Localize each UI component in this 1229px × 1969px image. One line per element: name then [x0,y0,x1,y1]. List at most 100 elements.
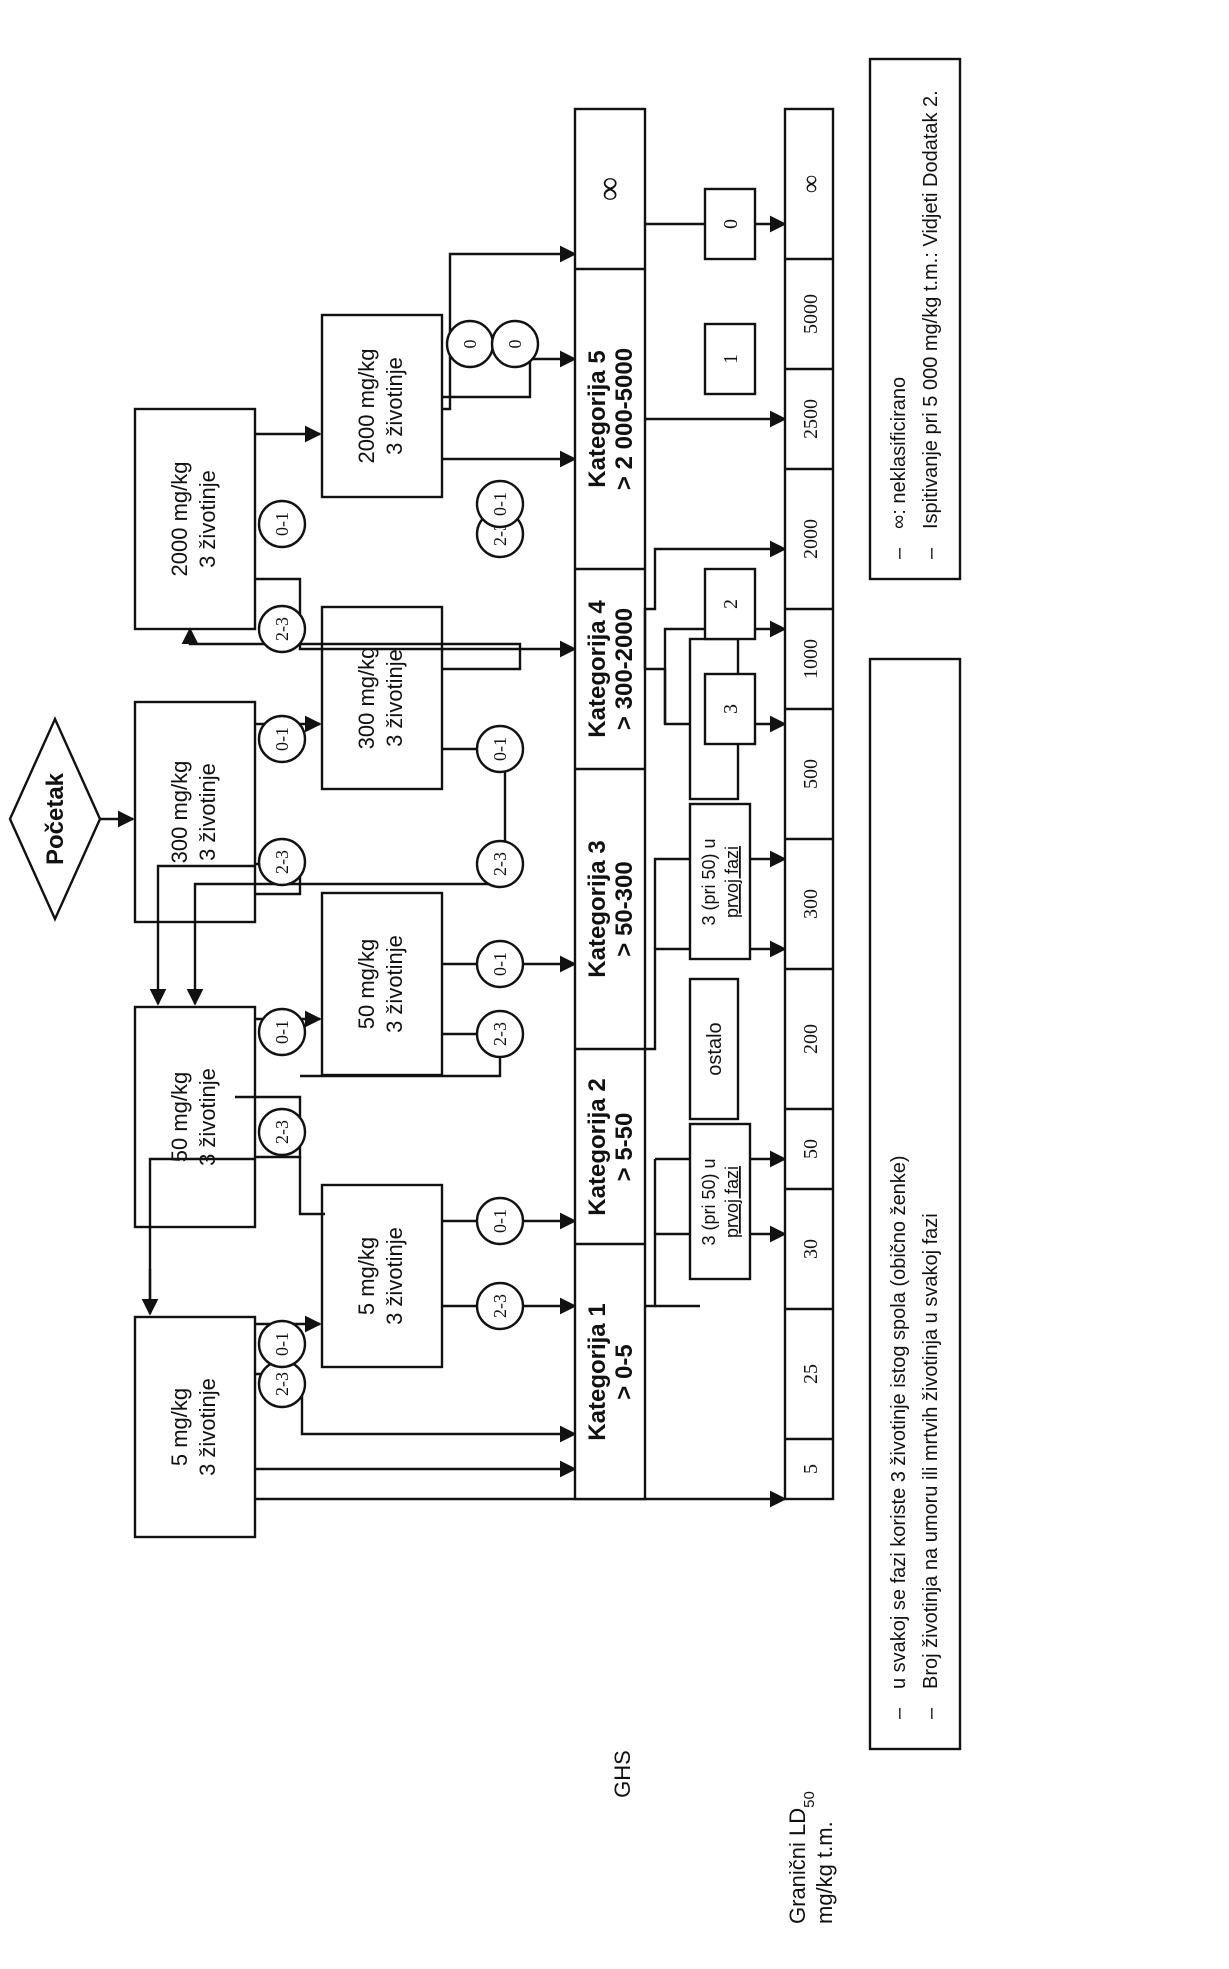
note-dead-animals: Broj životinja na umoru ili mrtvih život… [920,1213,942,1689]
svg-text:–: – [888,1707,910,1719]
svg-text:Kategorija 2: Kategorija 2 [584,1078,611,1215]
svg-text:2-3: 2-3 [490,1022,510,1046]
svg-text:> 300-2000: > 300-2000 [611,608,638,730]
svg-text:200: 200 [800,1024,822,1054]
svg-text:∞: ∞ [591,177,628,201]
svg-text:Kategorija 3: Kategorija 3 [584,840,611,977]
svg-text:300 mg/kg: 300 mg/kg [354,647,379,750]
category-3: Kategorija 3 > 50-300 [584,840,638,977]
svg-text:2000 mg/kg: 2000 mg/kg [354,349,379,464]
svg-text:50: 50 [800,1139,822,1159]
svg-text:3 životinje: 3 životinje [195,1068,220,1166]
svg-text:–: – [920,1707,942,1719]
svg-text:3 životinje: 3 životinje [195,470,220,568]
svg-text:0: 0 [720,219,742,229]
svg-text:2-3: 2-3 [272,1120,292,1144]
note-animals-per-phase: u svakoj se fazi koriste 3 životinje ist… [888,1155,910,1689]
svg-text:3 životinje: 3 životinje [382,935,407,1033]
svg-text:5 mg/kg: 5 mg/kg [167,1388,192,1466]
svg-text:Kategorija 4: Kategorija 4 [584,600,611,738]
svg-text:2-3: 2-3 [272,1372,292,1396]
svg-text:300: 300 [800,889,822,919]
svg-text:0-1: 0-1 [272,1332,292,1356]
svg-text:> 2 000-5000: > 2 000-5000 [611,348,638,490]
svg-text:0: 0 [460,340,480,349]
svg-text:5000: 5000 [800,294,822,334]
svg-text:2-3: 2-3 [490,522,510,546]
svg-text:Granični LD50: Granični LD50 [785,1791,818,1924]
svg-text:3 životinje: 3 životinje [382,649,407,747]
svg-text:0-1: 0-1 [272,1020,292,1044]
count-box-2: 2 [703,567,757,641]
svg-text:∞: ∞ [796,175,825,194]
count-box-0: 0 [703,187,757,261]
svg-text:0-1: 0-1 [490,952,510,976]
category-unclassified: ∞ [591,177,628,201]
cutoff-row-label: Granični LD50 mg/kg t.m. [785,1791,837,1924]
category-row: Kategorija 1 > 0-5 Kategorija 2 > 5-50 K… [573,107,647,1501]
svg-text:> 5-50: > 5-50 [611,1113,638,1182]
svg-text:3 (pri 50) u: 3 (pri 50) u [699,838,719,925]
outcome-circles: 2-3 0-1 2-3 0-1 2-3 0-1 2-3 0-1 2-3 0-1 … [257,319,540,1409]
dose-box-2000-second: 2000 mg/kg 3 životinje [320,313,444,499]
note-test-5000: Ispitivanje pri 5 000 mg/kg t.m.: Vidjet… [920,90,942,529]
dose-box-5-second: 5 mg/kg 3 životinje [320,1183,444,1369]
svg-text:3 (pri 50) u: 3 (pri 50) u [699,1158,719,1245]
svg-text:2-3: 2-3 [272,850,292,874]
svg-text:Kategorija 1: Kategorija 1 [584,1303,611,1440]
dose-box-2000-first: 2000 mg/kg 3 životinje [133,407,257,631]
svg-text:0-1: 0-1 [272,512,292,536]
category-5: Kategorija 5 > 2 000-5000 [584,348,638,490]
svg-text:500: 500 [800,759,822,789]
svg-text:prvoj fazi: prvoj fazi [722,846,742,918]
svg-text:0-1: 0-1 [272,727,292,751]
other-box-cat2: ostalo [688,977,740,1121]
svg-text:0-1: 0-1 [490,492,510,516]
count-box-1: 1 [703,322,757,396]
start-label: Početak [42,772,69,865]
first-phase-box-cat2: 3 (pri 50) u prvoj fazi [688,1122,752,1281]
svg-text:1: 1 [720,354,742,364]
svg-text:2000 mg/kg: 2000 mg/kg [167,462,192,577]
svg-text:ostalo: ostalo [704,1022,726,1075]
svg-text:2500: 2500 [800,399,822,439]
svg-text:3 životinje: 3 životinje [195,1378,220,1476]
ghs-row-label: GHS [610,1750,635,1798]
svg-text:2000: 2000 [800,519,822,559]
svg-text:0-1: 0-1 [490,1209,510,1233]
svg-text:300 mg/kg: 300 mg/kg [167,761,192,864]
dose-box-5-first: 5 mg/kg 3 životinje [133,1315,257,1539]
dose-box-50-second: 50 mg/kg 3 životinje [320,891,444,1077]
svg-text:prvoj fazi: prvoj fazi [722,1166,742,1238]
svg-text:3 životinje: 3 životinje [195,763,220,861]
svg-text:25: 25 [800,1364,822,1384]
svg-text:–: – [888,547,910,559]
svg-text:50 mg/kg: 50 mg/kg [167,1072,192,1163]
svg-text:2-3: 2-3 [490,1294,510,1318]
svg-text:0: 0 [505,340,525,349]
category-1: Kategorija 1 > 0-5 [584,1303,638,1440]
category-2: Kategorija 2 > 5-50 [584,1078,638,1215]
category-4: Kategorija 4 > 300-2000 [584,600,638,738]
svg-text:mg/kg t.m.: mg/kg t.m. [812,1821,837,1924]
svg-text:2-3: 2-3 [272,617,292,641]
count-box-3: 3 [703,672,757,746]
dose-box-300-second: 300 mg/kg 3 životinje [320,605,444,791]
notes-right-box: – ∞: neklasificirano – Ispitivanje pri 5… [868,57,962,581]
svg-text:3 životinje: 3 životinje [382,1227,407,1325]
svg-text:30: 30 [800,1239,822,1259]
start-node: Početak [8,716,102,922]
svg-text:5: 5 [800,1464,822,1474]
first-phase-box-cat3: 3 (pri 50) u prvoj fazi [688,802,752,961]
notes-left-box: – u svakoj se fazi koriste 3 životinje i… [868,657,962,1751]
note-unclassified: ∞: neklasificirano [888,377,910,529]
svg-text:2: 2 [720,599,742,609]
svg-text:3 životinje: 3 životinje [382,357,407,455]
svg-text:50 mg/kg: 50 mg/kg [354,939,379,1030]
svg-text:–: – [920,547,942,559]
dose-box-50-first: 50 mg/kg 3 životinje [133,1005,257,1229]
svg-text:2-3: 2-3 [490,852,510,876]
svg-text:> 0-5: > 0-5 [611,1344,638,1399]
svg-text:5 mg/kg: 5 mg/kg [354,1237,379,1315]
